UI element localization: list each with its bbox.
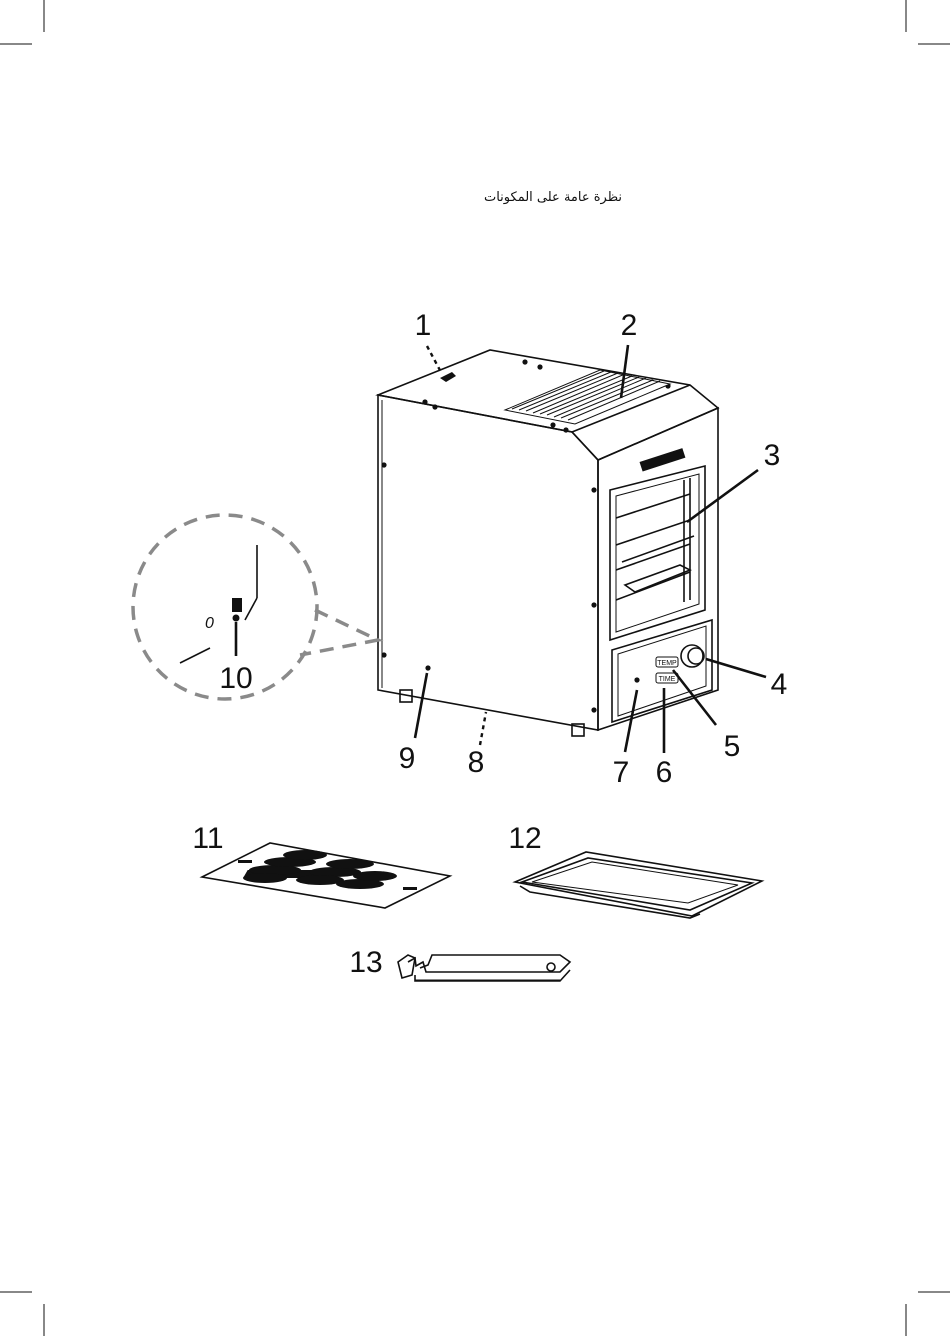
callout-6: 6 bbox=[656, 756, 673, 789]
grill-unit: TEMP TIME bbox=[378, 350, 718, 736]
leader-lines bbox=[236, 345, 766, 753]
callout-1: 1 bbox=[415, 309, 432, 342]
grill-plate bbox=[202, 843, 450, 908]
tray-handle-tool bbox=[398, 955, 570, 981]
callout-13: 13 bbox=[349, 946, 382, 979]
time-button-label: TIME bbox=[659, 676, 676, 683]
vent-grille bbox=[505, 370, 670, 424]
callout-11: 11 bbox=[192, 822, 223, 855]
callout-9: 9 bbox=[399, 742, 416, 775]
callout-10: 10 bbox=[219, 662, 252, 695]
callout-12: 12 bbox=[508, 822, 541, 855]
callout-3: 3 bbox=[764, 439, 781, 472]
callout-4: 4 bbox=[771, 668, 788, 701]
drip-tray bbox=[515, 852, 762, 918]
temp-button-label: TEMP bbox=[657, 660, 677, 667]
svg-text:0: 0 bbox=[205, 615, 214, 632]
callout-2: 2 bbox=[621, 309, 638, 342]
callout-8: 8 bbox=[468, 746, 485, 779]
detail-zoom: 0 bbox=[133, 515, 378, 699]
callout-5: 5 bbox=[724, 730, 741, 763]
callout-7: 7 bbox=[613, 756, 630, 789]
